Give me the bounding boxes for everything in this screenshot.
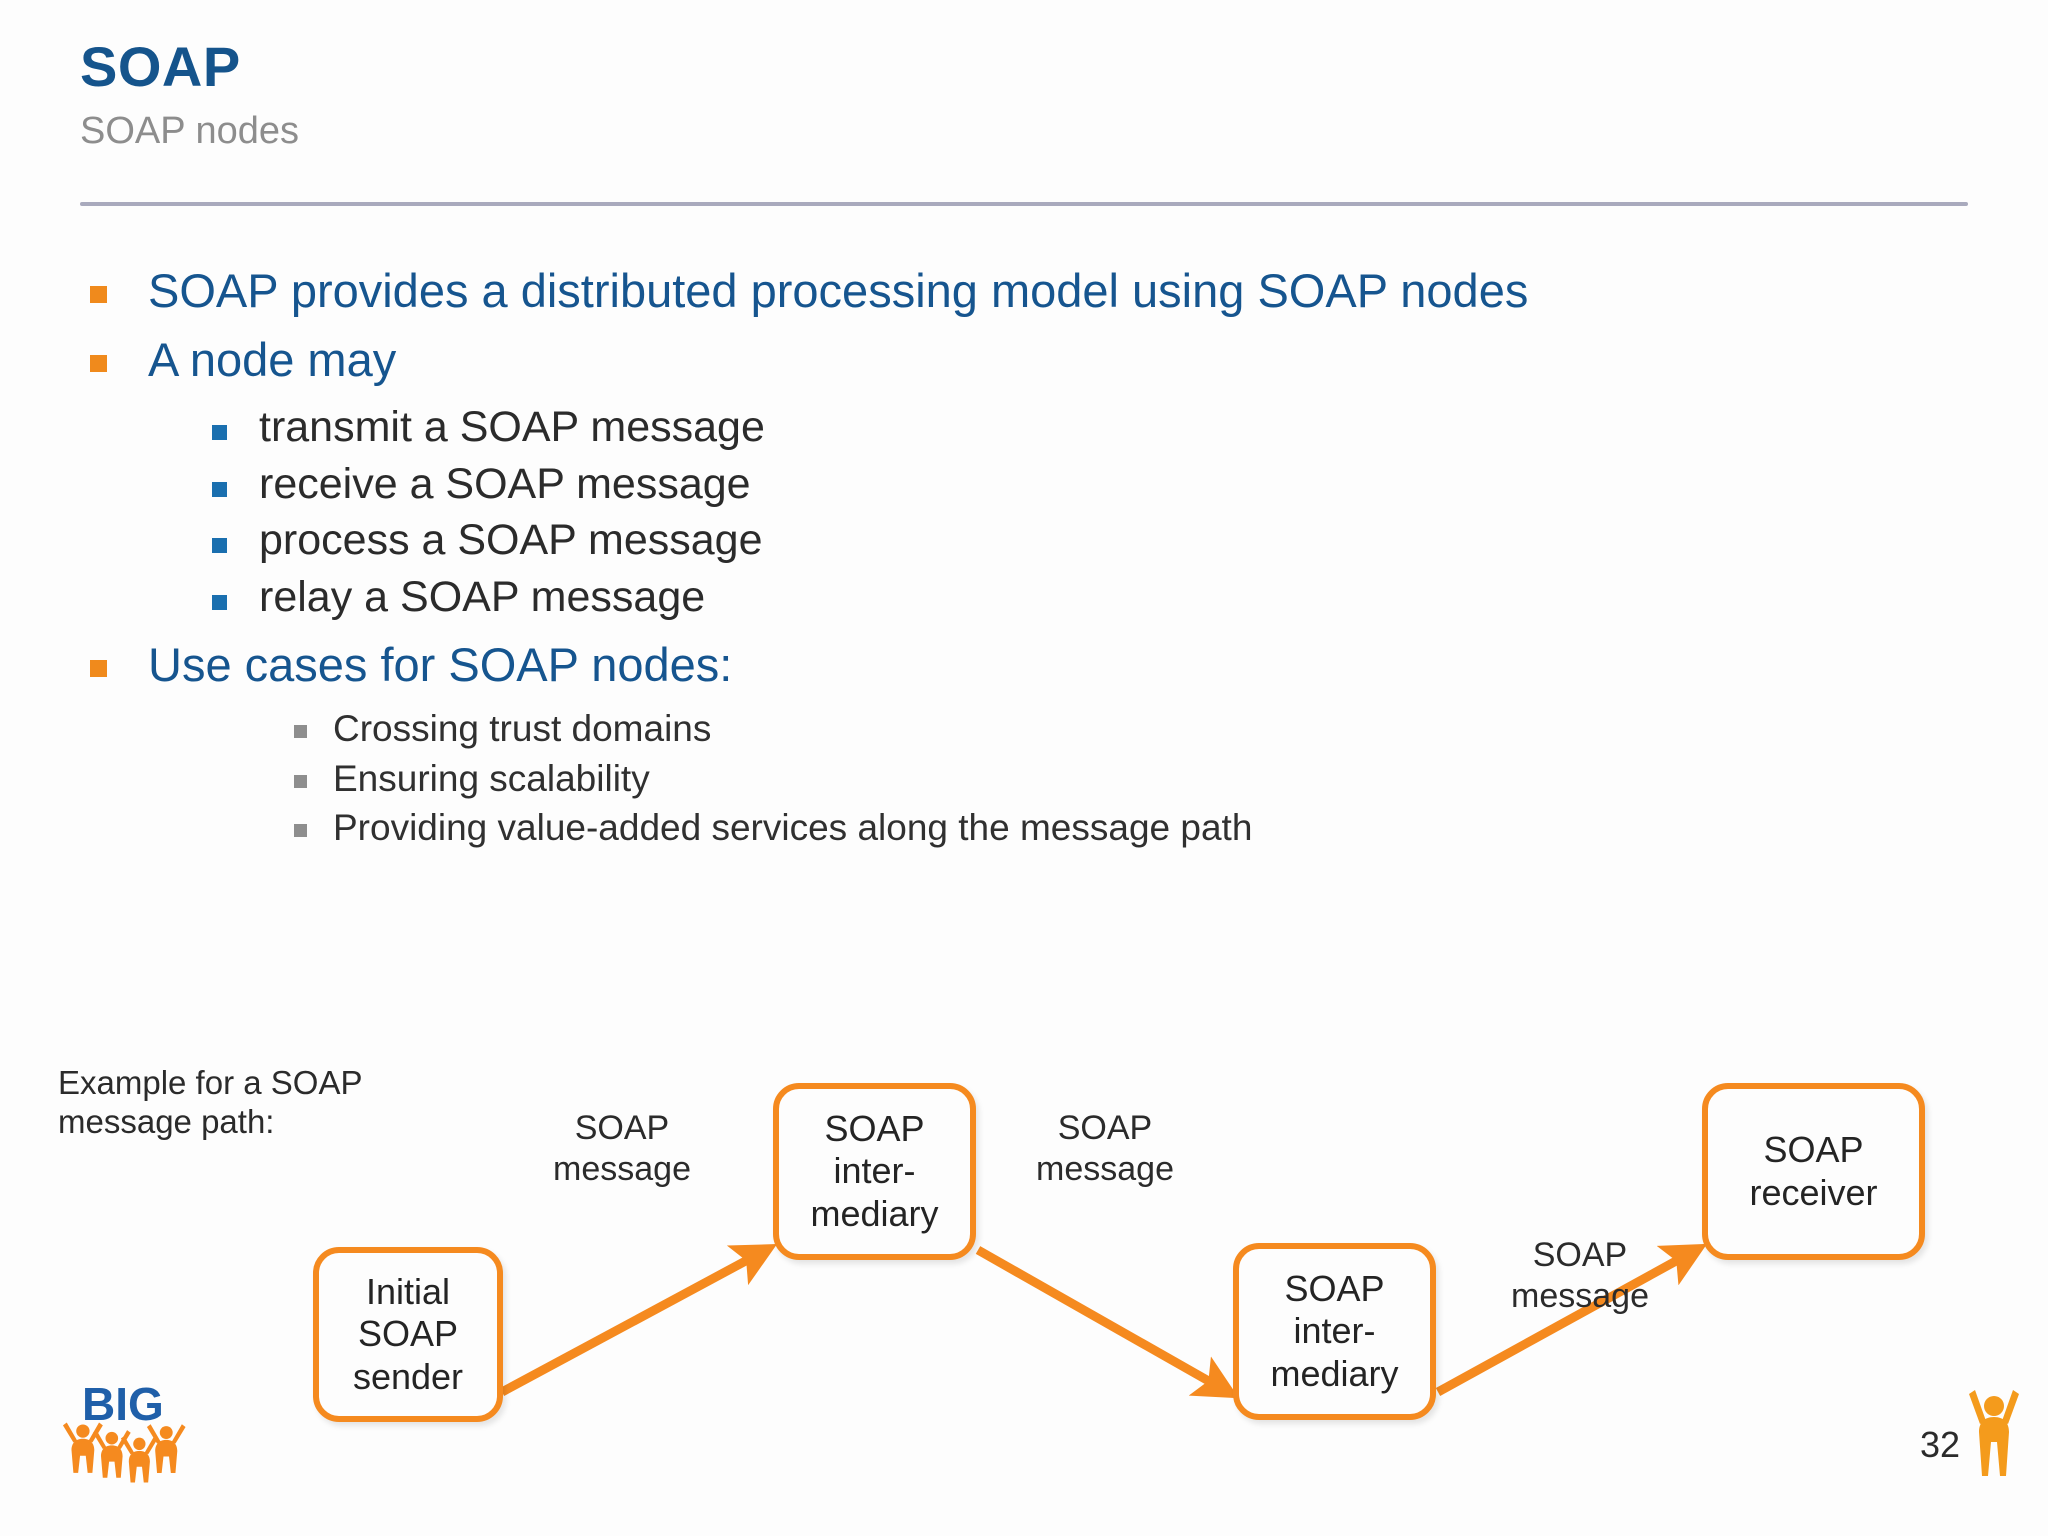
list-item: Ensuring scalability <box>80 755 1980 802</box>
list-item: transmit a SOAP message <box>80 401 1980 454</box>
bullet-square-icon <box>212 424 227 440</box>
bullet-text: Use cases for SOAP nodes: <box>148 638 733 692</box>
bullet-square-icon <box>212 481 227 497</box>
bullet-square-icon <box>90 355 107 373</box>
bullet-text: Providing value-added services along the… <box>333 807 1253 849</box>
list-item: SOAP provides a distributed processing m… <box>80 262 1980 319</box>
list-item: relay a SOAP message <box>80 571 1980 624</box>
bullet-square-icon <box>294 774 307 788</box>
page-subtitle: SOAP nodes <box>80 109 300 152</box>
bullet-text: Crossing trust domains <box>333 708 712 750</box>
node-soap-intermediary-1[interactable]: SOAP inter- mediary <box>773 1083 976 1260</box>
edge-label-2: SOAP message <box>1036 1109 1174 1188</box>
bullet-square-icon <box>294 824 307 838</box>
bullet-square-icon <box>212 538 227 554</box>
arrow-intermediary2-to-receiver <box>1435 1243 1708 1396</box>
list-item: process a SOAP message <box>80 514 1980 567</box>
big-logo: BIG <box>58 1374 188 1502</box>
list-item: receive a SOAP message <box>80 458 1980 511</box>
diagram-caption: Example for a SOAP message path: <box>58 1064 363 1140</box>
bullet-text: transmit a SOAP message <box>259 402 765 451</box>
node-soap-receiver[interactable]: SOAP receiver <box>1702 1083 1925 1260</box>
edge-label-3: SOAP message <box>1511 1236 1649 1315</box>
soap-message-path-diagram: Example for a SOAP message path: Initial… <box>0 1060 2048 1480</box>
bullet-square-icon <box>90 286 107 303</box>
bullet-text: Ensuring scalability <box>333 757 650 799</box>
diagram-arrows <box>499 1243 1708 1399</box>
bullet-square-icon <box>294 725 307 739</box>
page-number: 32 <box>1919 1424 1960 1465</box>
page-title: SOAP <box>80 35 241 98</box>
node-initial-soap-sender[interactable]: Initial SOAP sender <box>313 1247 503 1422</box>
list-item: A node may <box>80 331 1980 388</box>
node-soap-intermediary-2[interactable]: SOAP inter- mediary <box>1233 1243 1436 1420</box>
big-logo-figures <box>62 1422 186 1483</box>
bullet-text: relay a SOAP message <box>259 573 706 622</box>
person-figure-icon <box>1962 1384 2026 1504</box>
list-item: Providing value-added services along the… <box>80 804 1980 851</box>
slide-header: SOAP SOAP nodes <box>80 35 1968 153</box>
arrow-sender-to-intermediary1 <box>499 1244 778 1396</box>
bullet-square-icon <box>212 595 227 611</box>
bullet-text: process a SOAP message <box>259 516 763 565</box>
big-logo-text: BIG <box>82 1378 164 1430</box>
header-divider <box>80 202 1968 206</box>
bullet-square-icon <box>90 660 107 678</box>
bullet-text: SOAP provides a distributed processing m… <box>148 264 1529 317</box>
bullet-list: SOAP provides a distributed processing m… <box>80 262 1980 854</box>
list-item: Use cases for SOAP nodes: <box>80 636 1980 693</box>
arrow-intermediary1-to-intermediary2 <box>975 1246 1239 1399</box>
bullet-text: receive a SOAP message <box>259 459 751 508</box>
list-item: Crossing trust domains <box>80 705 1980 752</box>
bullet-text: A node may <box>148 333 397 387</box>
edge-label-1: SOAP message <box>553 1109 691 1188</box>
